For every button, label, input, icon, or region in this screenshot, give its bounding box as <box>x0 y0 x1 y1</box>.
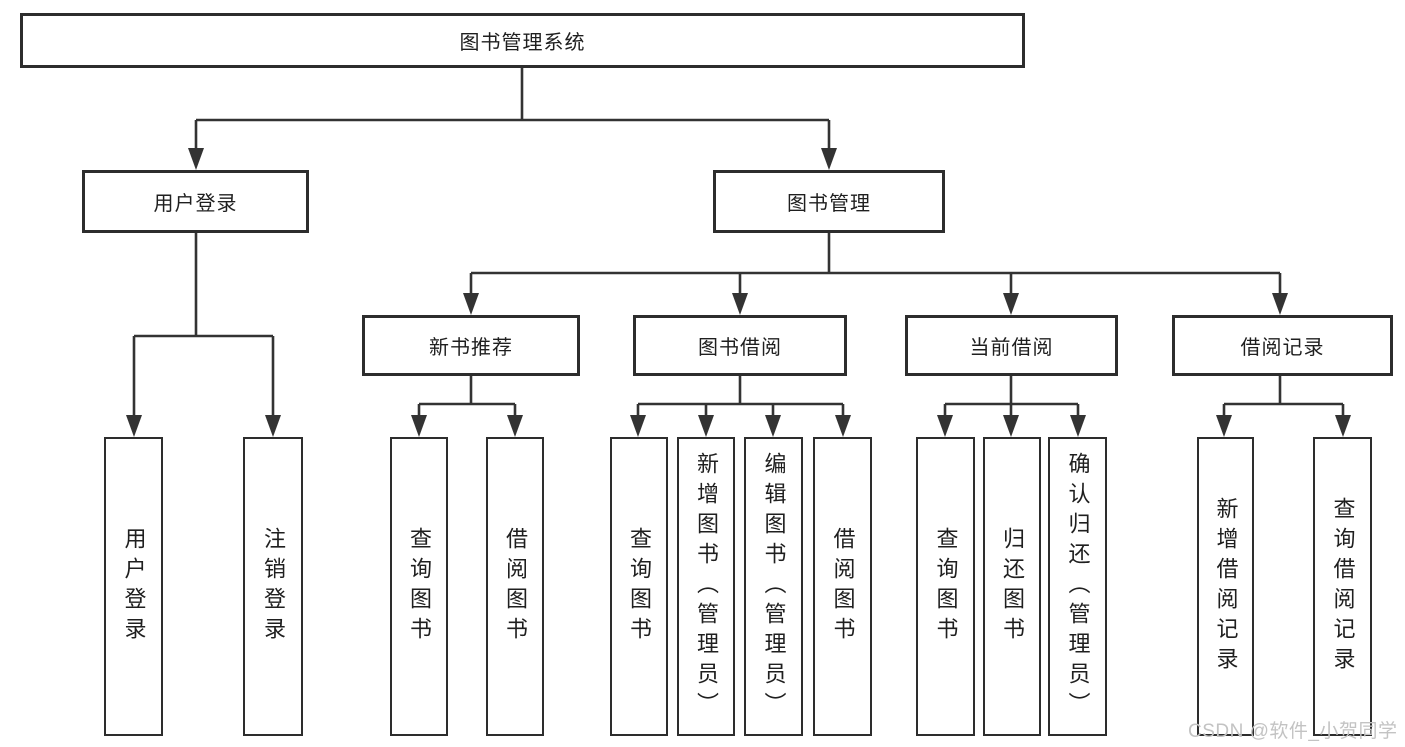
leaf-borrow-books-borrowing-label: 借阅图书 <box>830 526 856 647</box>
connector-book-borrowing-to-leaves <box>630 376 851 437</box>
leaf-query-books-current: 查询图书 <box>916 437 975 736</box>
leaf-borrow-books-borrowing: 借阅图书 <box>813 437 872 736</box>
leaf-borrow-books-recommend: 借阅图书 <box>486 437 544 736</box>
node-book-borrowing: 图书借阅 <box>633 315 847 376</box>
node-current-borrowing: 当前借阅 <box>905 315 1118 376</box>
leaf-borrow-books-recommend-label: 借阅图书 <box>503 526 528 647</box>
leaf-logout-label: 注销登录 <box>261 526 286 647</box>
node-new-book-recommend: 新书推荐 <box>362 315 580 376</box>
connector-book-management-to-level3 <box>463 233 1288 315</box>
leaf-return-books-label: 归还图书 <box>1000 526 1025 647</box>
connector-borrow-records-to-leaves <box>1216 376 1351 437</box>
node-new-book-recommend-label: 新书推荐 <box>429 337 513 359</box>
leaf-query-books-recommend-label: 查询图书 <box>407 526 432 647</box>
leaf-query-books-borrowing: 查询图书 <box>610 437 668 736</box>
leaf-edit-books-admin-label: 编辑图书（管理员） <box>761 451 787 722</box>
leaf-add-borrow-record: 新增借阅记录 <box>1197 437 1254 736</box>
leaf-user-login-label: 用户登录 <box>121 526 147 647</box>
leaf-add-books-admin-label: 新增图书（管理员） <box>694 451 719 722</box>
node-book-borrowing-label: 图书借阅 <box>698 337 782 359</box>
leaf-add-books-admin: 新增图书（管理员） <box>677 437 735 736</box>
leaf-edit-books-admin: 编辑图书（管理员） <box>744 437 803 736</box>
leaf-confirm-return-admin: 确认归还（管理员） <box>1048 437 1107 736</box>
leaf-query-books-borrowing-label: 查询图书 <box>627 526 652 647</box>
leaf-return-books: 归还图书 <box>983 437 1041 736</box>
node-current-borrowing-label: 当前借阅 <box>969 337 1054 359</box>
connector-current-borrowing-to-leaves <box>937 376 1086 437</box>
leaf-add-borrow-record-label: 新增借阅记录 <box>1213 496 1239 677</box>
leaf-query-books-recommend: 查询图书 <box>390 437 448 736</box>
leaf-query-borrow-record-label: 查询借阅记录 <box>1330 496 1356 677</box>
node-root: 图书管理系统 <box>20 13 1025 68</box>
connector-root-to-level2 <box>188 68 837 170</box>
node-borrow-records: 借阅记录 <box>1172 315 1393 376</box>
leaf-query-borrow-record: 查询借阅记录 <box>1313 437 1372 736</box>
node-book-management-label: 图书管理 <box>787 193 871 215</box>
csdn-watermark: CSDN @软件_小贺同学 <box>1188 721 1398 742</box>
leaf-logout: 注销登录 <box>243 437 303 736</box>
node-book-management: 图书管理 <box>713 170 945 233</box>
node-root-label: 图书管理系统 <box>459 32 586 54</box>
node-user-login: 用户登录 <box>82 170 309 233</box>
connector-user-login-to-leaves <box>126 233 281 437</box>
leaf-query-books-current-label: 查询图书 <box>933 526 959 647</box>
leaf-user-login: 用户登录 <box>104 437 163 736</box>
node-borrow-records-label: 借阅记录 <box>1240 337 1325 359</box>
node-user-login-label: 用户登录 <box>153 193 238 215</box>
connector-new-book-recommend-to-leaves <box>411 376 523 437</box>
leaf-confirm-return-admin-label: 确认归还（管理员） <box>1065 451 1091 722</box>
